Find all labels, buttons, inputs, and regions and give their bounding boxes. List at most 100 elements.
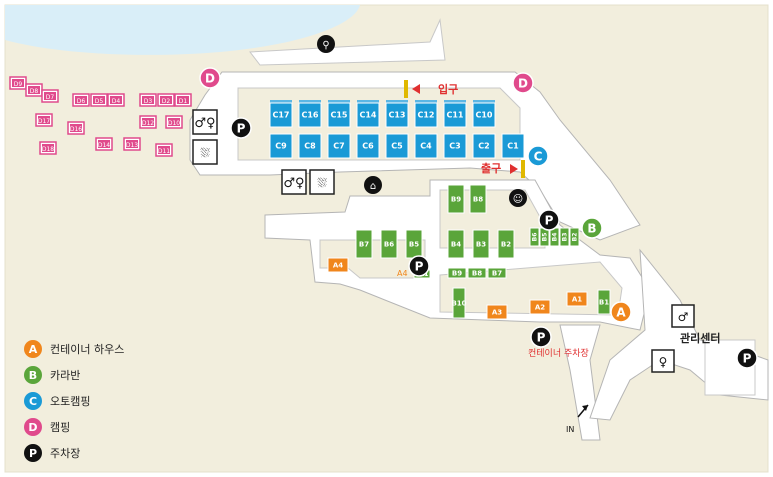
camping-site-d7-label: D7 (46, 94, 55, 101)
container-site-a2[interactable]: A2 (529, 299, 551, 315)
legend-label: 카라반 (50, 369, 80, 382)
caravan-site-b6-small[interactable]: B6 (529, 227, 540, 247)
autocamp-site-c12-label: C12 (417, 111, 434, 120)
autocamp-site-c16[interactable]: C16 (298, 102, 322, 128)
camping-site-d7[interactable]: D7 (41, 89, 59, 103)
svg-text:♂: ♂ (678, 310, 689, 324)
autocamp-site-c12[interactable]: C12 (414, 102, 438, 128)
caravan-site-b9-row-label: B9 (452, 269, 462, 277)
zone-d-marker-west: D (199, 67, 221, 89)
camping-site-d13[interactable]: D13 (123, 137, 141, 151)
sea-area (5, 5, 360, 55)
camping-site-d6[interactable]: D6 (72, 93, 90, 107)
caravan-site-b4-small[interactable]: B4 (549, 227, 560, 247)
caravan-site-b2-small[interactable]: B2 (569, 227, 580, 247)
camping-site-d5[interactable]: D5 (90, 93, 108, 107)
shower-icon-2 (309, 169, 335, 195)
svg-text:⛆: ⛆ (317, 176, 327, 190)
camping-site-d12[interactable]: D12 (139, 115, 157, 129)
autocamp-site-c8[interactable]: C8 (298, 133, 322, 159)
camping-site-d2[interactable]: D2 (157, 93, 175, 107)
caravan-site-b5-west[interactable]: B5 (405, 229, 423, 259)
caravan-site-b9-row[interactable]: B9 (447, 267, 467, 279)
svg-text:♀: ♀ (659, 355, 668, 369)
autocamp-site-c17[interactable]: C17 (269, 102, 293, 128)
autocamp-site-c9-label: C9 (275, 142, 287, 151)
autocamp-site-c4-label: C4 (420, 142, 432, 151)
legend-label: 오토캠핑 (50, 395, 90, 408)
autocamp-site-c7[interactable]: C7 (327, 133, 351, 159)
caravan-site-b8-north[interactable]: B8 (469, 184, 487, 214)
a4-tag: A4 (397, 269, 408, 278)
camping-site-d1[interactable]: D1 (174, 93, 192, 107)
zone-b-marker: B (581, 217, 603, 239)
container-site-a3[interactable]: A3 (486, 304, 508, 320)
caravan-site-b1[interactable]: B1 (597, 289, 611, 315)
caravan-site-b1-label: B1 (599, 298, 609, 306)
camping-site-d14-label: D14 (98, 142, 110, 149)
autocamp-site-c8-label: C8 (304, 142, 316, 151)
autocamp-site-c7-label: C7 (333, 142, 344, 151)
camping-site-d11[interactable]: D11 (155, 143, 173, 157)
camping-site-d16[interactable]: D16 (67, 121, 85, 135)
bicycle-icon (317, 35, 335, 53)
camping-site-d3[interactable]: D3 (139, 93, 157, 107)
container-site-a3-label: A3 (492, 308, 502, 316)
autocamp-site-c14[interactable]: C14 (356, 102, 380, 128)
autocamp-site-c5-label: C5 (391, 142, 403, 151)
camping-site-d14[interactable]: D14 (95, 137, 113, 151)
camping-site-d2-label: D2 (162, 98, 171, 105)
autocamp-site-c11[interactable]: C11 (443, 102, 467, 128)
autocamp-site-c1-label: C1 (507, 142, 519, 151)
camping-site-d9[interactable]: D9 (9, 76, 27, 90)
parking-marker-3: P (408, 255, 430, 277)
caravan-site-b3-small[interactable]: B3 (559, 227, 570, 247)
autocamp-site-c1[interactable]: C1 (501, 133, 525, 159)
autocamp-site-c10[interactable]: C10 (472, 102, 496, 128)
caravan-site-b6-west[interactable]: B6 (380, 229, 398, 259)
camping-site-d10[interactable]: D10 (165, 115, 183, 129)
caravan-site-b4-center-label: B4 (451, 240, 461, 248)
caravan-site-b7-row-label: B7 (492, 269, 502, 277)
caravan-site-b7-west[interactable]: B7 (355, 229, 373, 259)
camping-site-d18[interactable]: D18 (39, 141, 57, 155)
svg-text:P: P (537, 331, 546, 345)
restroom-icon-3 (671, 304, 695, 328)
autocamp-site-c15[interactable]: C15 (327, 102, 351, 128)
caravan-site-b2-center[interactable]: B2 (497, 229, 515, 259)
autocamp-site-c9[interactable]: C9 (269, 133, 293, 159)
camping-site-d17[interactable]: D17 (35, 113, 53, 127)
camping-site-d8[interactable]: D8 (25, 83, 43, 97)
autocamp-site-c6[interactable]: C6 (356, 133, 380, 159)
container-site-a4[interactable]: A4 (327, 257, 349, 273)
caravan-site-b10[interactable]: B10 (451, 287, 467, 319)
entrance-label: 입구 (404, 80, 458, 98)
south-road (559, 324, 601, 441)
camping-site-d3-label: D3 (144, 98, 153, 105)
restroom-icon-4 (651, 349, 675, 373)
parking-marker-1: P (230, 117, 252, 139)
autocamp-site-c4[interactable]: C4 (414, 133, 438, 159)
autocamp-site-c5[interactable]: C5 (385, 133, 409, 159)
container-site-a1[interactable]: A1 (566, 291, 588, 307)
caravan-site-b8-row[interactable]: B8 (467, 267, 487, 279)
autocamp-site-c13[interactable]: C13 (385, 102, 409, 128)
autocamp-site-c15-label: C15 (330, 111, 347, 120)
caravan-site-b9-north[interactable]: B9 (447, 184, 465, 214)
camping-site-d12-label: D12 (142, 120, 154, 127)
svg-text:A: A (616, 306, 626, 320)
autocamp-site-c3[interactable]: C3 (443, 133, 467, 159)
autocamp-site-c17-label: C17 (272, 111, 289, 120)
caravan-site-b5-small[interactable]: B5 (539, 227, 550, 247)
caravan-site-b2-small-label: B2 (572, 233, 579, 242)
caravan-site-b3-center[interactable]: B3 (472, 229, 490, 259)
caravan-site-b9-north-label: B9 (451, 195, 461, 203)
caravan-site-b7-row[interactable]: B7 (487, 267, 507, 279)
exit-label: 출구 (481, 160, 525, 178)
autocamp-site-c2[interactable]: C2 (472, 133, 496, 159)
camping-site-d1-label: D1 (179, 98, 188, 105)
caravan-site-b4-center[interactable]: B4 (447, 229, 465, 259)
camping-site-d4[interactable]: D4 (107, 93, 125, 107)
